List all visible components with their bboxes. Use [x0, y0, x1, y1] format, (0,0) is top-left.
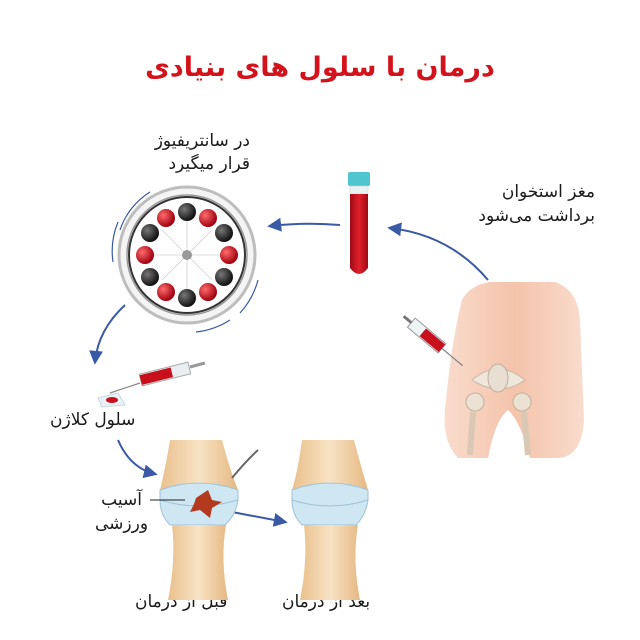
collagen-cell-label: سلول کلاژن	[50, 410, 136, 430]
centrifuge-tube-slot	[199, 283, 217, 301]
knee-after-treatment	[291, 440, 369, 600]
rotation-lines	[111, 191, 259, 333]
centrifuge-tube-slot	[215, 224, 233, 242]
blood-tube	[348, 172, 370, 274]
centrifuge-tube-slot	[136, 246, 154, 264]
centrifuge-tube-slot	[141, 268, 159, 286]
arrow-collagen-to-knee	[117, 439, 158, 479]
sports-injury-label-line-2: ورزشی	[95, 514, 149, 534]
body-pelvis-illustration	[402, 282, 584, 458]
centrifuge-label: در سانتریفیوژ قرار میگیرد	[155, 130, 250, 176]
sports-injury-label: آسیب ورزشی	[95, 488, 148, 536]
centrifuge-label-line-2: قرار میگیرد	[168, 154, 250, 174]
centrifuge-tube-slot	[178, 289, 196, 307]
centrifuge-tube-slot	[157, 283, 175, 301]
centrifuge-tube-slot	[157, 209, 175, 227]
bone-marrow-label: مغز استخوان برداشت می‌شود	[455, 180, 595, 228]
centrifuge-tube-slot	[141, 224, 159, 242]
bone-marrow-label-line-2: برداشت می‌شود	[478, 206, 595, 226]
centrifuge-tube-slot	[220, 246, 238, 264]
knee-before-treatment	[150, 440, 259, 600]
flow-arrows	[89, 217, 489, 527]
arrow-marrow-to-tube	[387, 222, 489, 281]
centrifuge-tube-slot	[199, 209, 217, 227]
centrifuge	[111, 185, 259, 333]
arrow-knee-to-knee	[231, 511, 288, 527]
page-title: درمان با سلول های بنیادی	[145, 52, 495, 83]
centrifuge-tube-slot	[215, 268, 233, 286]
arrow-centrifuge-to-syringe	[89, 304, 126, 365]
syringe-icon	[97, 361, 206, 408]
arrow-tube-to-centrifuge	[267, 217, 341, 232]
bone-marrow-label-line-1: مغز استخوان	[501, 182, 595, 202]
centrifuge-tube-slot	[178, 203, 196, 221]
centrifuge-label-line-1: در سانتریفیوژ	[154, 131, 250, 151]
sports-injury-label-line-1: آسیب	[101, 490, 142, 510]
